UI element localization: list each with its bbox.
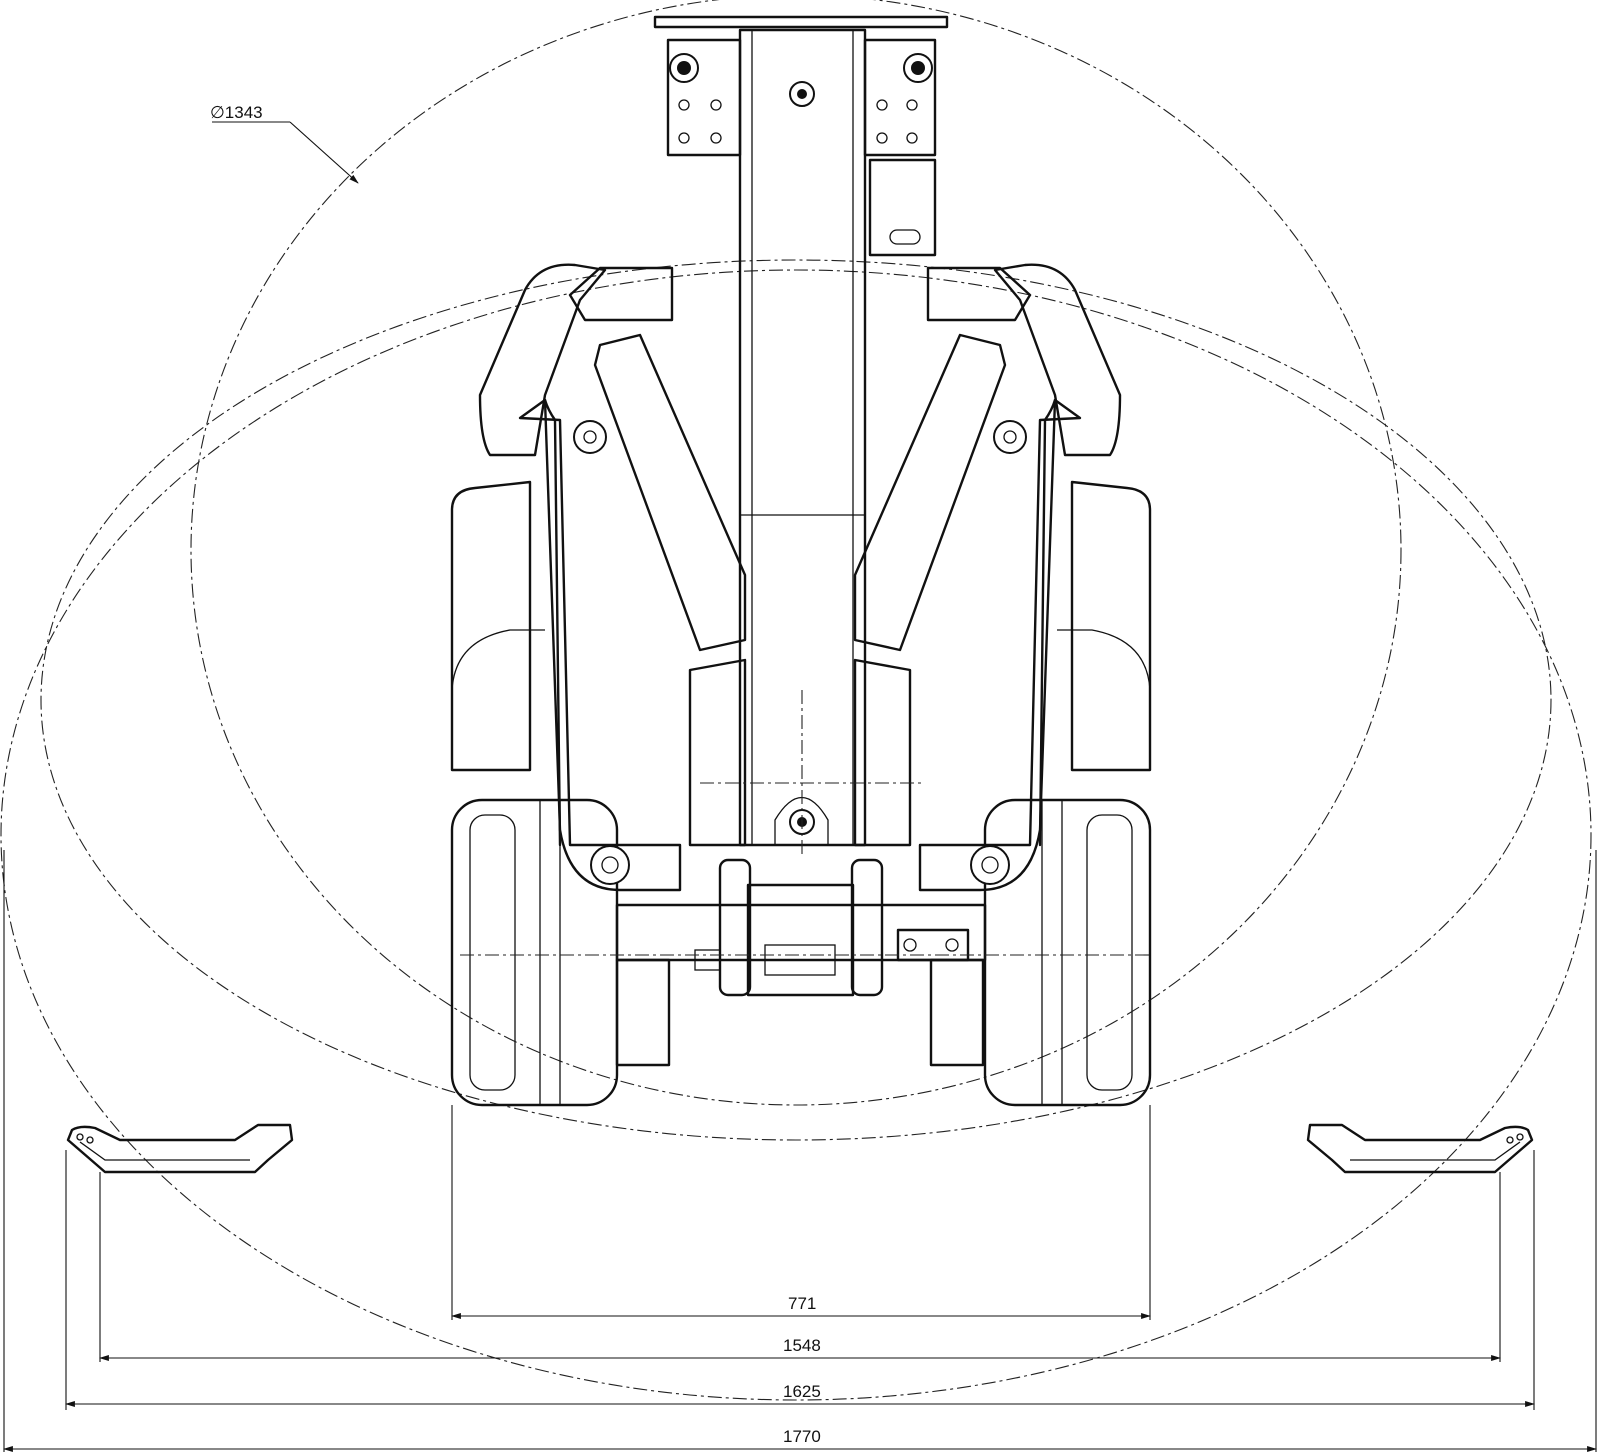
left-track	[450, 798, 671, 1107]
dim-label-771: 771	[788, 1294, 816, 1313]
dim-label-1770: 1770	[783, 1427, 821, 1446]
dim-label-1625: 1625	[783, 1382, 821, 1401]
left-outrigger-arm	[478, 263, 747, 892]
left-outrigger-pad	[66, 1123, 294, 1174]
center-linkage	[460, 658, 1150, 997]
swing-radius-circles	[0, 0, 1592, 1401]
right-outrigger-pad	[1306, 1123, 1534, 1174]
dim-label-1548: 1548	[783, 1336, 821, 1355]
radius-callout: ∅1343	[210, 103, 359, 184]
arm-mounts	[568, 266, 1032, 322]
dimension-lines: 771 1548 1625 1770	[3, 850, 1597, 1452]
outrigger-swing-circle	[40, 259, 1552, 1141]
inner-swing-circle	[190, 0, 1402, 1106]
radius-label: ∅1343	[210, 103, 263, 122]
outer-swing-circle	[0, 269, 1592, 1401]
right-outrigger-arm	[853, 263, 1122, 892]
mast	[653, 15, 949, 847]
chassis-body	[450, 480, 1152, 962]
